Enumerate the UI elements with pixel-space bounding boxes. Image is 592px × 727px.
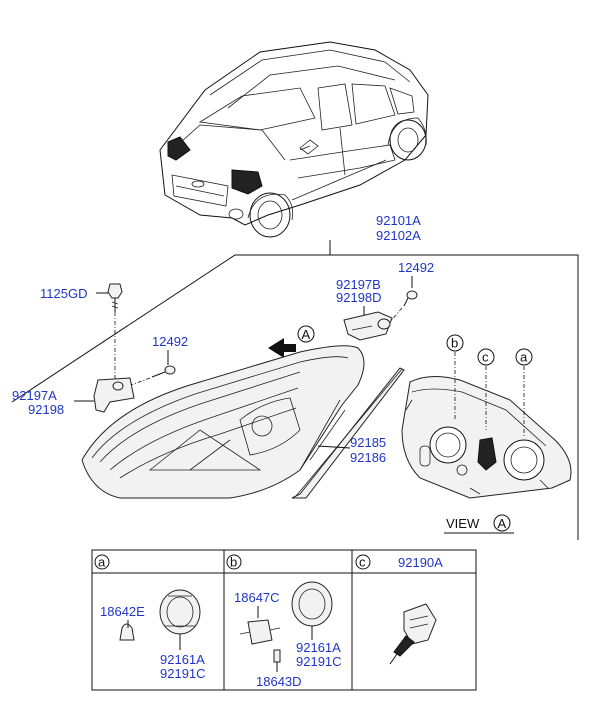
cell-b-cap2: 92191C — [296, 654, 342, 669]
assembly-frame: 92101A 92102A — [11, 213, 579, 540]
cell-a-parts: 18642E 92161A 92191C — [100, 589, 206, 681]
trim-strip-92185: 92185 92186 — [291, 367, 405, 499]
callout-screw-right: 12492 — [398, 260, 434, 275]
svg-text:c: c — [359, 555, 366, 570]
rear-view-headlamp — [401, 352, 572, 499]
callout-strip-b: 92186 — [350, 450, 386, 465]
bulb-marker-b: b — [446, 334, 464, 352]
svg-text:b: b — [451, 336, 458, 351]
cell-b-bulb-small-label: 18643D — [256, 674, 302, 689]
car-illustration — [159, 41, 429, 238]
callout-bracket-left-b: 92198 — [28, 402, 64, 417]
callout-screw-left: 12492 — [152, 334, 188, 349]
svg-text:c: c — [482, 350, 489, 365]
bulb-marker-a: a — [515, 348, 533, 366]
screw-12492-left: 12492 — [127, 334, 188, 387]
screw-12492-right: 12492 — [389, 260, 434, 323]
cell-a-cap2: 92191C — [160, 666, 206, 681]
callout-bracket-right-a: 92197B — [336, 277, 381, 292]
headlamp-assembly — [81, 345, 365, 499]
callout-strip-a: 92185 — [350, 435, 386, 450]
view-letter: A — [498, 516, 507, 531]
table-header-b: b — [226, 554, 242, 570]
callout-bolt: 1125GD — [40, 286, 87, 301]
cell-b-cap1: 92161A — [296, 640, 341, 655]
view-a-label: VIEW A — [444, 514, 514, 534]
car-headlight-left — [167, 136, 191, 161]
cell-a-cap1: 92161A — [160, 652, 205, 667]
table-header-c-title: 92190A — [398, 555, 443, 570]
bolt-1125gd: 1125GD — [40, 283, 123, 380]
view-a-arrow: A — [268, 325, 315, 358]
bracket-92197a: 92197A 92198 — [12, 377, 135, 417]
bulb-marker-c: c — [477, 348, 495, 366]
cell-b-bulb-main-label: 18647C — [234, 590, 280, 605]
view-arrow-letter: A — [302, 327, 311, 342]
svg-text:a: a — [98, 555, 106, 570]
car-headlight-right — [231, 169, 263, 195]
table-header-c: c 92190A — [355, 554, 443, 570]
callout-bracket-left-a: 92197A — [12, 388, 57, 403]
svg-text:a: a — [520, 350, 528, 365]
cell-c-parts — [389, 603, 437, 665]
view-label: VIEW — [446, 516, 480, 531]
bulb-parts-table: a b c 92190A 18642E 92161A 92191C 18647C — [91, 549, 477, 691]
table-header-a: a — [94, 554, 110, 570]
assembly-part-1: 92101A — [376, 213, 421, 228]
cell-a-bulb-label: 18642E — [100, 604, 145, 619]
callout-bracket-right-b: 92198D — [336, 290, 382, 305]
cell-b-parts: 18647C 92161A 92191C 18643D — [234, 581, 342, 689]
svg-text:b: b — [230, 555, 237, 570]
bracket-92197b: 92197B 92198D — [336, 277, 393, 341]
assembly-part-2: 92102A — [376, 228, 421, 243]
